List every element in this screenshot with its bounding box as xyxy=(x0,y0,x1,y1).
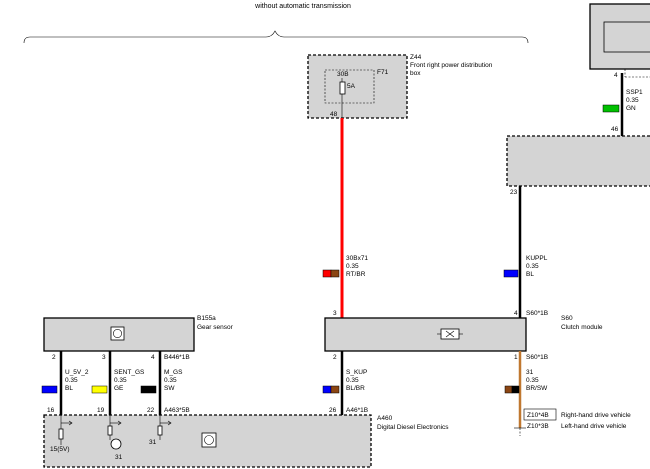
wire-u-5v-2-color: BL xyxy=(65,385,73,392)
s60-pin-bottom-right: 1 xyxy=(514,354,518,361)
mid-right-pin-bottom: 23 xyxy=(510,189,518,196)
swatch-s-kup xyxy=(322,385,332,394)
a460-connector-left: A463*5B xyxy=(164,407,190,414)
a460-connector-right: A46*1B xyxy=(346,407,368,414)
z10-4b-name: Right-hand drive vehicle xyxy=(561,412,631,419)
a460-pin-2: 19 xyxy=(97,407,105,414)
z10-3b-id: Z10*3B xyxy=(527,423,549,430)
a460-label-31-b: 31 xyxy=(149,439,157,446)
a460-int-arrowhead-2 xyxy=(117,420,122,426)
wire-31-gauge: 0.35 xyxy=(526,377,539,384)
gear-sensor-icon xyxy=(110,326,125,341)
wire-ssp1-name: SSP1 xyxy=(626,89,643,96)
swatch-30bx71 xyxy=(322,269,332,278)
wire-m-gs-color: SW xyxy=(164,385,175,392)
z44-box xyxy=(307,54,408,119)
wire-sent-gs-color: GE xyxy=(114,385,124,392)
s60-connector-top: S60*1B xyxy=(526,310,548,317)
resistor-icon-2 xyxy=(107,425,113,436)
top-right-pin-bottom: 46 xyxy=(611,126,619,133)
fuse-icon xyxy=(339,81,346,95)
s60-name: Clutch module xyxy=(561,324,603,331)
wire-30bx71-name: 30Bx71 xyxy=(346,255,368,262)
wire-30bx71-gauge: 0.35 xyxy=(346,263,359,270)
a460-int-arrowhead-1 xyxy=(68,420,73,426)
b155a-pin-1: 2 xyxy=(52,354,56,361)
s60-id: S60 xyxy=(561,315,573,322)
top-right-component-inner xyxy=(603,21,650,53)
wire-u-5v-2-name: U_5V_2 xyxy=(65,369,89,376)
a460-pin-3: 22 xyxy=(147,407,155,414)
f71-box xyxy=(324,69,375,104)
sensor-circuit-icon xyxy=(110,438,122,450)
wire-s-kup-color: BL/BR xyxy=(346,385,365,392)
z10-3b-name: Left-hand drive vehicle xyxy=(561,423,627,430)
wire-kuppl-name: KUPPL xyxy=(526,255,548,262)
swatch-m-gs xyxy=(140,385,157,394)
clutch-switch-x2 xyxy=(445,330,455,338)
z44-name-line2: box xyxy=(410,70,421,77)
swatch-s-kup-stripe xyxy=(330,385,340,394)
swatch-u-5v-2 xyxy=(41,385,58,394)
b155a-connector: B446*1B xyxy=(164,354,190,361)
mid-right-component-box xyxy=(506,135,650,187)
resistor-icon-1 xyxy=(58,428,64,440)
s60-connector-bottom: S60*1B xyxy=(526,354,548,361)
wire-kuppl-gauge: 0.35 xyxy=(526,263,539,270)
s60-box xyxy=(324,317,527,352)
b155a-pin-2: 3 xyxy=(102,354,106,361)
z10-4b-box xyxy=(523,408,557,421)
swatch-30bx71-stripe xyxy=(330,269,340,278)
swatch-31-stripe xyxy=(511,385,520,394)
b155a-pin-3: 4 xyxy=(151,354,155,361)
z44-name-line1: Front right power distribution xyxy=(410,62,493,69)
f71-id: F71 xyxy=(377,69,389,76)
wire-31-color: BR/SW xyxy=(526,385,548,392)
z10-4b-id: Z10*4B xyxy=(527,412,549,419)
f71-pin: 48 xyxy=(330,111,338,118)
wire-s-kup-gauge: 0.35 xyxy=(346,377,359,384)
b155a-id: B155a xyxy=(197,315,216,322)
wire-ssp1-color: GN xyxy=(626,105,636,112)
s60-pin-top-right: 4 xyxy=(514,310,518,317)
resistor-icon-3 xyxy=(157,425,163,436)
wire-u-5v-2-gauge: 0.35 xyxy=(65,377,78,384)
s60-pin-bottom-left: 2 xyxy=(333,354,337,361)
swatch-ssp1 xyxy=(602,104,620,113)
wire-kuppl-color: BL xyxy=(526,271,534,278)
swatch-31 xyxy=(504,385,513,394)
a460-label-31-a: 31 xyxy=(115,454,123,461)
a460-pin-right: 26 xyxy=(329,407,337,414)
a460-name: Digital Diesel Electronics xyxy=(377,424,449,431)
wire-sent-gs-name: SENT_GS xyxy=(114,369,145,376)
control-unit-icon xyxy=(201,432,217,448)
wire-ssp1-gauge: 0.35 xyxy=(626,97,639,104)
a460-int-arrowhead-3 xyxy=(167,420,172,426)
gear-sensor-icon-circle xyxy=(113,328,123,338)
a460-id: A460 xyxy=(377,415,393,422)
wire-m-gs-gauge: 0.35 xyxy=(164,377,177,384)
swatch-kuppl xyxy=(503,269,519,278)
a460-label-15v: 15(5V) xyxy=(50,446,70,453)
b155a-name: Gear sensor xyxy=(197,324,234,331)
header-title: without automatic transmission xyxy=(254,3,351,10)
header-brace xyxy=(23,30,529,44)
f71-fuse-label: 30B xyxy=(337,71,349,78)
s60-pin-top-left: 3 xyxy=(333,310,337,317)
wire-s-kup-name: S_KUP xyxy=(346,369,367,376)
control-unit-icon-circle xyxy=(204,435,214,445)
z44-id: Z44 xyxy=(410,54,422,61)
a460-pin-1: 16 xyxy=(47,407,55,414)
wire-sent-gs-gauge: 0.35 xyxy=(114,377,127,384)
f71-fuse-rating: 5A xyxy=(347,83,356,90)
wire-31-name: 31 xyxy=(526,369,534,376)
wire-m-gs-name: M_GS xyxy=(164,369,183,376)
top-right-pin-top: 4 xyxy=(614,72,618,79)
swatch-sent-gs xyxy=(91,385,108,394)
wire-30bx71-color: RT/BR xyxy=(346,271,366,278)
